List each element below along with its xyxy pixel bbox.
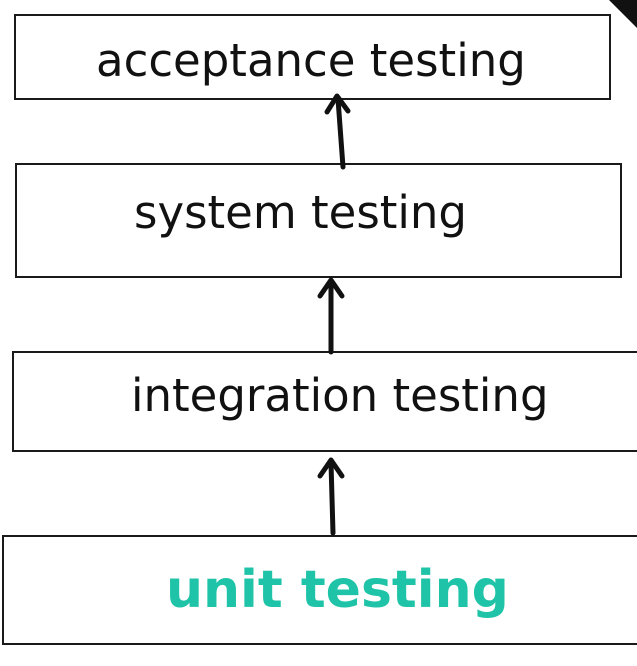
integration-testing-label: integration testing (131, 369, 549, 422)
unit-testing-label: unit testing (166, 560, 509, 620)
acceptance-testing-label: acceptance testing (96, 34, 526, 87)
integration-testing-box (12, 351, 637, 452)
system-testing-label: system testing (134, 186, 467, 239)
arrow-system-to-acceptance (324, 93, 351, 170)
corner-fold-mark (609, 0, 637, 28)
unit-testing-box (2, 535, 637, 645)
acceptance-testing-box (14, 14, 611, 100)
arrow-unit-to-integration (317, 457, 345, 536)
arrow-integration-to-system (317, 277, 345, 355)
system-testing-box (15, 163, 622, 278)
